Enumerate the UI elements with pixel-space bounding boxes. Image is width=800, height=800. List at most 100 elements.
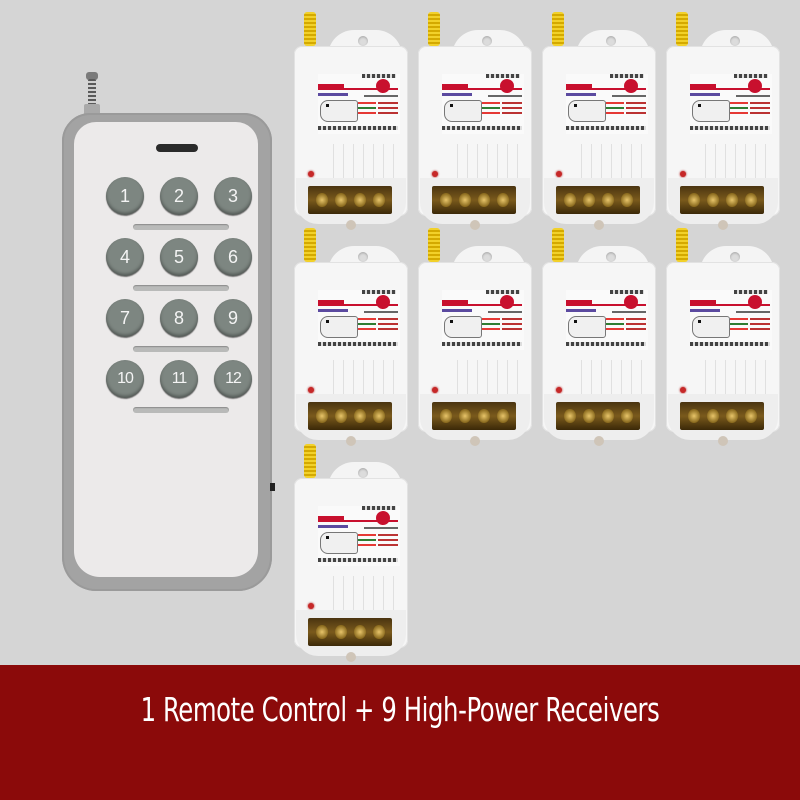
receiver-unit [542, 12, 656, 235]
screw-icon [316, 193, 328, 207]
screw-icon [459, 409, 471, 423]
screw-icon [497, 193, 509, 207]
antenna-coil-icon [676, 228, 688, 262]
mounting-hole-icon [470, 220, 480, 230]
screw-icon [354, 193, 366, 207]
receiver-label [690, 290, 772, 350]
vent-ribs [572, 360, 646, 400]
receiver-unit [542, 228, 656, 451]
status-led-icon [556, 171, 562, 177]
antenna-coil-icon [676, 12, 688, 46]
mounting-hole-icon [482, 252, 492, 262]
remote-key-11: 11 [160, 360, 198, 398]
mounting-hole-icon [730, 36, 740, 46]
screw-icon [335, 625, 347, 639]
remote-key-5: 5 [160, 238, 198, 276]
vent-ribs [696, 144, 770, 184]
remote-control: 1 2 3 4 5 6 7 8 9 10 [62, 113, 272, 591]
screw-icon [602, 193, 614, 207]
remote-key-9: 9 [214, 299, 252, 337]
screw-icon [335, 409, 347, 423]
terminal-block [308, 402, 392, 430]
receiver-label [442, 290, 524, 350]
screw-icon [564, 409, 576, 423]
antenna-coil-icon [304, 12, 316, 46]
screw-icon [688, 193, 700, 207]
mounting-hole-icon [606, 36, 616, 46]
remote-key-7: 7 [106, 299, 144, 337]
terminal-block [308, 618, 392, 646]
screw-icon [478, 193, 490, 207]
screw-icon [621, 193, 633, 207]
caption-banner: 1 Remote Control + 9 High-Power Receiver… [0, 665, 800, 800]
remote-side-clip [270, 483, 275, 491]
receiver-unit [418, 12, 532, 235]
terminal-block [556, 402, 640, 430]
vent-ribs [572, 144, 646, 184]
remote-key-6: 6 [214, 238, 252, 276]
keypad-divider [133, 346, 229, 352]
status-led-icon [308, 171, 314, 177]
receiver-label [318, 506, 400, 566]
screw-icon [316, 409, 328, 423]
vent-ribs [324, 360, 398, 400]
receiver-label [318, 290, 400, 350]
remote-keypad: 1 2 3 4 5 6 7 8 9 10 [106, 177, 256, 421]
terminal-block [432, 186, 516, 214]
terminal-block [680, 402, 764, 430]
screw-icon [478, 409, 490, 423]
terminal-block [680, 186, 764, 214]
mounting-hole-icon [470, 436, 480, 446]
mounting-hole-icon [718, 436, 728, 446]
antenna-coil-icon [552, 228, 564, 262]
antenna-coil-icon [428, 228, 440, 262]
vent-ribs [696, 360, 770, 400]
screw-icon [459, 193, 471, 207]
remote-key-4: 4 [106, 238, 144, 276]
mounting-hole-icon [730, 252, 740, 262]
receiver-body [294, 46, 408, 216]
screw-icon [583, 193, 595, 207]
receiver-unit [294, 228, 408, 451]
screw-icon [602, 409, 614, 423]
terminal-block [556, 186, 640, 214]
status-led-icon [432, 171, 438, 177]
product-photo: 1 2 3 4 5 6 7 8 9 10 [62, 12, 780, 662]
receiver-unit [666, 228, 780, 451]
screw-icon [726, 193, 738, 207]
screw-icon [373, 625, 385, 639]
keypad-divider [133, 407, 229, 413]
vent-ribs [324, 576, 398, 616]
remote-key-12: 12 [214, 360, 252, 398]
antenna-coil-icon [304, 444, 316, 478]
receiver-unit [666, 12, 780, 235]
receiver-unit [294, 12, 408, 235]
receiver-label [690, 74, 772, 134]
receiver-unit [418, 228, 532, 451]
status-led-icon [556, 387, 562, 393]
caption-text: 1 Remote Control + 9 High-Power Receiver… [140, 690, 660, 729]
screw-icon [354, 625, 366, 639]
status-led-icon [432, 387, 438, 393]
mounting-hole-icon [482, 36, 492, 46]
screw-icon [688, 409, 700, 423]
receiver-label [318, 74, 400, 134]
remote-key-1: 1 [106, 177, 144, 215]
mounting-hole-icon [594, 220, 604, 230]
antenna-coil-icon [428, 12, 440, 46]
screw-icon [745, 193, 757, 207]
status-led-icon [680, 171, 686, 177]
status-led-icon [308, 387, 314, 393]
keypad-divider [133, 285, 229, 291]
screw-icon [497, 409, 509, 423]
receiver-label [566, 74, 648, 134]
screw-icon [316, 625, 328, 639]
remote-face: 1 2 3 4 5 6 7 8 9 10 [74, 122, 258, 577]
screw-icon [707, 409, 719, 423]
antenna-coil-icon [552, 12, 564, 46]
mounting-hole-icon [346, 220, 356, 230]
mounting-hole-icon [346, 652, 356, 662]
screw-icon [583, 409, 595, 423]
screw-icon [440, 409, 452, 423]
screw-icon [335, 193, 347, 207]
